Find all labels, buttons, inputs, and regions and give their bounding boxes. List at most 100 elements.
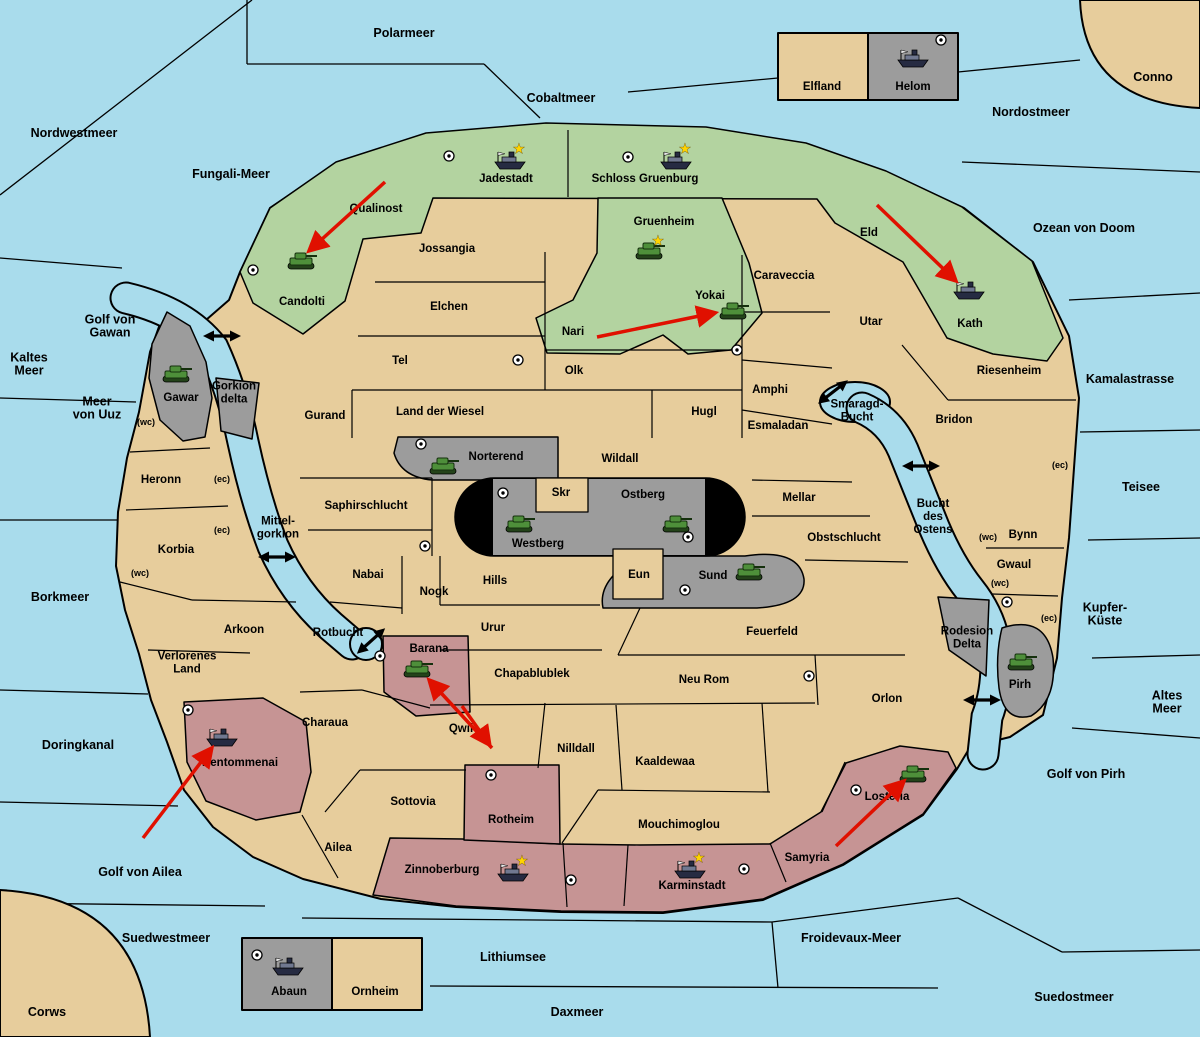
territory-label-feuerfeld-45[interactable]: Feuerfeld xyxy=(746,626,798,638)
territory-label-riesenheim-16[interactable]: Riesenheim xyxy=(977,365,1042,377)
sea-zone-label-golf-von-pirh-15[interactable]: Golf von Pirh xyxy=(1047,767,1125,781)
territory-label-land-der-wiesel-18[interactable]: Land der Wiesel xyxy=(396,406,484,418)
territory-label-pirh-58[interactable]: Pirh xyxy=(1009,679,1031,691)
territory-label-bynn-32[interactable]: Bynn xyxy=(1009,529,1038,541)
territory-label-elchen-10[interactable]: Elchen xyxy=(430,301,468,313)
sea-zone-label-corws-23[interactable]: Corws xyxy=(28,1005,66,1019)
ornheim-cell[interactable] xyxy=(331,937,423,1011)
ship-unit-helom[interactable] xyxy=(897,49,929,68)
territory-label-kaaldewaa-56[interactable]: Kaaldewaa xyxy=(635,756,695,768)
sea-zone-label-suedostmeer-22[interactable]: Suedostmeer xyxy=(1034,990,1113,1004)
sea-zone-label-nordostmeer-2[interactable]: Nordostmeer xyxy=(992,105,1070,119)
territory-label-elfland-68[interactable]: Elfland xyxy=(803,81,841,93)
coast-tag-label-ec-7[interactable]: (ec) xyxy=(1041,613,1057,623)
territory-label-chapablublek-49[interactable]: Chapablublek xyxy=(494,668,570,680)
tank-unit-pirh[interactable] xyxy=(1007,653,1037,671)
sea-zone-label-froidevaux-meer-19[interactable]: Froidevaux-Meer xyxy=(801,931,901,945)
sea-zone-label-cobaltmeer-1[interactable]: Cobaltmeer xyxy=(527,91,596,105)
territory-label-gawar-37[interactable]: Gawar xyxy=(163,392,199,404)
territory-label-obstschlucht-30[interactable]: Obstschlucht xyxy=(807,532,881,544)
sea-zone-label-conno-3[interactable]: Conno xyxy=(1133,70,1173,84)
tank-unit-norterend[interactable] xyxy=(429,457,459,475)
territory-label-smaragd-bucht-21[interactable]: Smaragd-Bucht xyxy=(830,399,883,424)
coast-tag-label-wc-3[interactable]: (wc) xyxy=(131,568,149,578)
territory-label-utar-12[interactable]: Utar xyxy=(859,316,883,328)
territory-label-norterend-23[interactable]: Norterend xyxy=(469,451,524,463)
territory-label-qwil-54[interactable]: Qwil xyxy=(449,723,473,735)
tank-unit-sund[interactable] xyxy=(735,563,765,581)
sea-zone-label-kupfer-küste-13[interactable]: Kupfer-Küste xyxy=(1083,601,1127,628)
territory-label-eld-7[interactable]: Eld xyxy=(860,227,878,239)
coast-tag-label-wc-6[interactable]: (wc) xyxy=(991,578,1009,588)
territory-skr-area[interactable] xyxy=(535,477,589,513)
territory-label-ostberg-26[interactable]: Ostberg xyxy=(621,489,665,501)
territory-label-kentommenai-59[interactable]: Kentommenai xyxy=(202,757,278,769)
ship-unit-karminstadt[interactable]: ★ xyxy=(674,851,706,879)
territory-label-nabai-38[interactable]: Nabai xyxy=(352,569,383,581)
territory-label-abaun-70[interactable]: Abaun xyxy=(271,986,307,998)
territory-label-sottovia-60[interactable]: Sottovia xyxy=(390,796,436,808)
coast-tag-label-ec-1[interactable]: (ec) xyxy=(214,474,230,484)
sea-zone-label-teisee-11[interactable]: Teisee xyxy=(1122,480,1160,494)
sea-zone-label-ozean-von-doom-6[interactable]: Ozean von Doom xyxy=(1033,221,1135,235)
ship-unit-jadestadt[interactable]: ★ xyxy=(494,142,526,170)
territory-label-gruenheim-4[interactable]: Gruenheim xyxy=(634,216,695,228)
territory-label-helom-69[interactable]: Helom xyxy=(895,81,930,93)
territory-label-qualinost-2[interactable]: Qualinost xyxy=(349,203,402,215)
territory-label-westberg-29[interactable]: Westberg xyxy=(512,538,564,550)
territory-label-caraveccia-11[interactable]: Caraveccia xyxy=(754,270,815,282)
territory-label-kath-8[interactable]: Kath xyxy=(957,318,983,330)
territory-label-jadestadt-0[interactable]: Jadestadt xyxy=(479,173,533,185)
territory-label-mittelgorkion-35[interactable]: Mittel-gorkion xyxy=(257,516,299,541)
ship-unit-zinnoberburg[interactable]: ★ xyxy=(497,854,529,882)
territory-label-bridon-22[interactable]: Bridon xyxy=(935,414,972,426)
territory-label-arkoon-46[interactable]: Arkoon xyxy=(224,624,264,636)
territory-label-ailea-65[interactable]: Ailea xyxy=(324,842,352,854)
territory-label-hugl-19[interactable]: Hugl xyxy=(691,406,717,418)
territory-label-tel-13[interactable]: Tel xyxy=(392,355,408,367)
territory-label-gwaul-42[interactable]: Gwaul xyxy=(997,559,1032,571)
coast-tag-label-wc-0[interactable]: (wc) xyxy=(137,417,155,427)
territory-label-karminstadt-67[interactable]: Karminstadt xyxy=(658,880,725,892)
territory-label-heronn-33[interactable]: Heronn xyxy=(141,474,181,486)
territory-eun-area[interactable] xyxy=(612,548,664,600)
sea-zone-label-fungali-meer-5[interactable]: Fungali-Meer xyxy=(192,167,270,181)
territory-label-mouchimoglou-62[interactable]: Mouchimoglou xyxy=(638,819,720,831)
territory-label-hills-39[interactable]: Hills xyxy=(483,575,507,587)
territory-label-nilldall-55[interactable]: Nilldall xyxy=(557,743,595,755)
territory-label-yokai-5[interactable]: Yokai xyxy=(695,290,725,302)
tank-unit-gruenheim[interactable]: ★ xyxy=(635,234,665,260)
territory-label-eun-40[interactable]: Eun xyxy=(628,569,650,581)
gray-territory-gorkion-delta[interactable] xyxy=(215,377,260,440)
conno-island[interactable] xyxy=(1079,0,1200,109)
sea-zone-label-daxmeer-21[interactable]: Daxmeer xyxy=(551,1005,604,1019)
sea-zone-label-lithiumsee-20[interactable]: Lithiumsee xyxy=(480,950,546,964)
territory-label-rotbucht-47[interactable]: Rotbucht xyxy=(313,627,364,639)
territory-label-amphi-15[interactable]: Amphi xyxy=(752,384,788,396)
tank-unit-candolti[interactable] xyxy=(287,252,317,270)
territory-label-nogk-43[interactable]: Nogk xyxy=(420,586,449,598)
tank-unit-gawar[interactable] xyxy=(162,365,192,383)
territory-label-esmaladan-20[interactable]: Esmaladan xyxy=(748,420,809,432)
territory-label-candolti-3[interactable]: Candolti xyxy=(279,296,325,308)
sea-zone-label-kamalastrasse-10[interactable]: Kamalastrasse xyxy=(1086,372,1174,386)
territory-label-zinnoberburg-66[interactable]: Zinnoberburg xyxy=(405,864,480,876)
sea-zone-label-nordwestmeer-4[interactable]: Nordwestmeer xyxy=(31,126,118,140)
territory-label-charaua-53[interactable]: Charaua xyxy=(302,717,349,729)
territory-label-gurand-17[interactable]: Gurand xyxy=(305,410,346,422)
territory-label-jossangia-9[interactable]: Jossangia xyxy=(419,243,476,255)
pink-territory-rotheim[interactable] xyxy=(463,764,561,845)
sea-zone-label-suedwestmeer-18[interactable]: Suedwestmeer xyxy=(122,931,210,945)
territory-label-ornheim-71[interactable]: Ornheim xyxy=(351,986,398,998)
territory-label-skr-25[interactable]: Skr xyxy=(552,487,571,499)
territory-label-neu-rom-50[interactable]: Neu Rom xyxy=(679,674,729,686)
green-territory-band[interactable] xyxy=(239,122,1064,362)
coast-tag-label-ec-4[interactable]: (ec) xyxy=(1052,460,1068,470)
